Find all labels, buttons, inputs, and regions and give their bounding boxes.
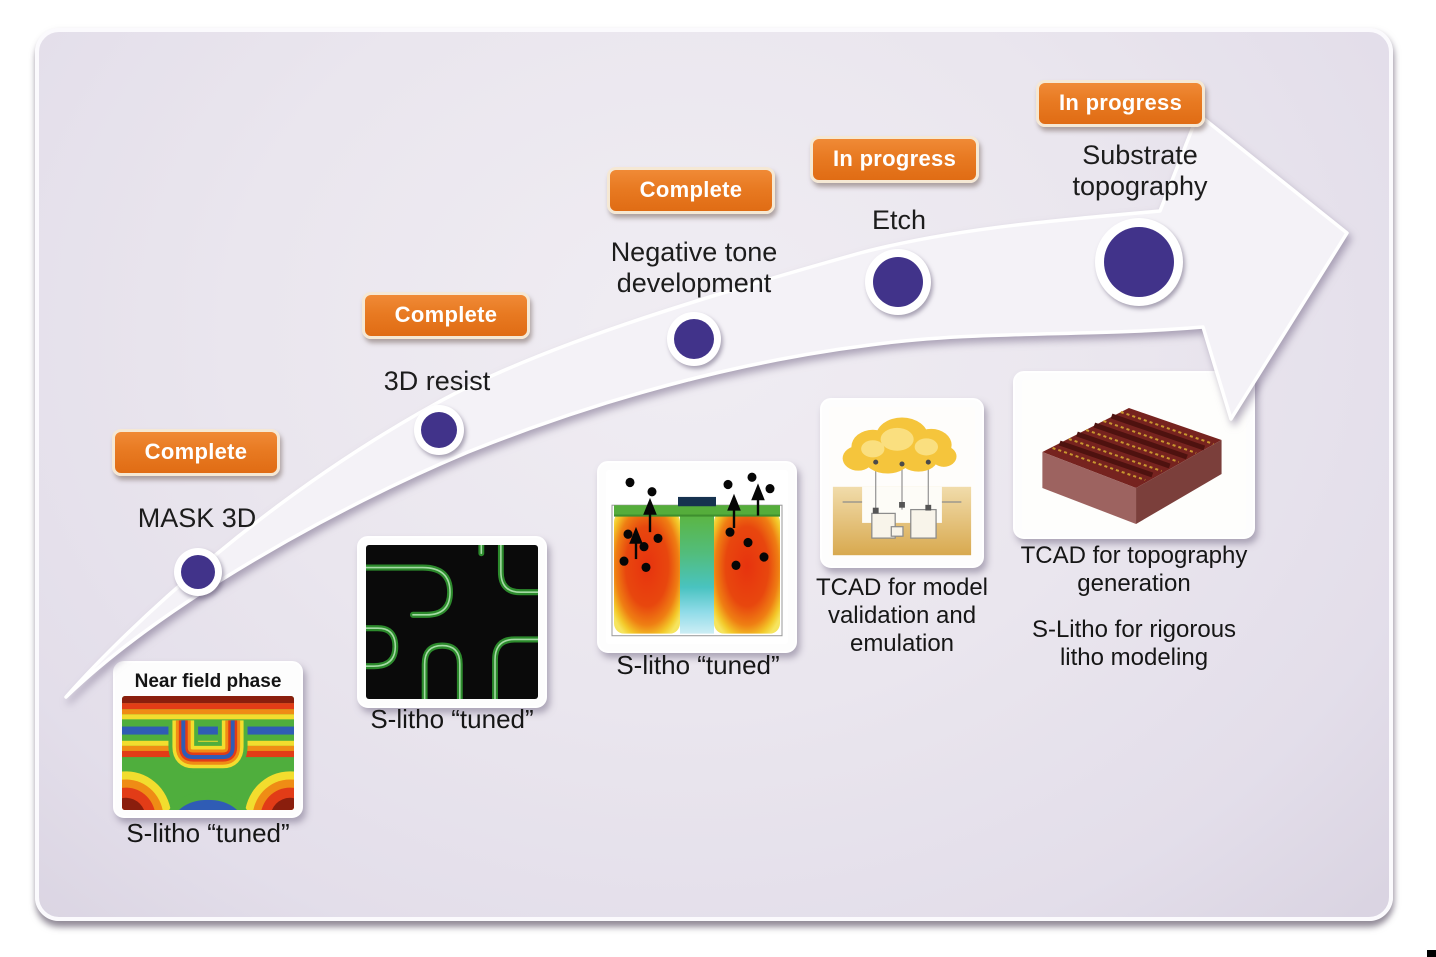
caption-tcad-validation: TCAD for model validation and emulation xyxy=(815,574,989,657)
topography-3d-block-image xyxy=(1022,380,1246,530)
stage-label-etch: Etch xyxy=(871,205,927,235)
card-tcad-plasma-diagram xyxy=(820,398,984,568)
caption-s-litho-tuned-2: S-litho “tuned” xyxy=(370,704,534,734)
caption-s-litho-tuned-3: S-litho “tuned” xyxy=(616,650,780,680)
stage-label-negative-tone: Negative tone development xyxy=(610,237,778,298)
status-badge-negative-tone: Complete xyxy=(607,167,775,214)
status-badge-substrate-topography: In progress xyxy=(1036,80,1206,127)
card-negative-tone-simulation xyxy=(597,461,797,653)
card-near-field-phase: Near field phase xyxy=(113,661,303,818)
status-badge-mask-3d: Complete xyxy=(112,429,280,476)
stage-label-substrate-topography: Substrate topography xyxy=(1072,140,1208,201)
card-title: Near field phase xyxy=(134,671,282,692)
caption-tcad-topography: TCAD for topography generation xyxy=(1020,542,1248,597)
card-3d-resist-contours xyxy=(357,536,547,708)
near-field-phase-image xyxy=(122,696,294,810)
card-topography-block xyxy=(1013,371,1255,539)
caption-s-litho-tuned-1: S-litho “tuned” xyxy=(126,818,290,848)
stage-label-mask-3d: MASK 3D xyxy=(137,503,257,533)
status-badge-etch: In progress xyxy=(810,136,980,183)
status-badge-3d-resist: Complete xyxy=(362,292,530,339)
caption-s-litho-rigorous: S-Litho for rigorous litho modeling xyxy=(1031,616,1237,671)
resist-contour-image xyxy=(366,545,538,699)
stage-label-3d-resist: 3D resist xyxy=(383,366,491,396)
scan-corner-artifact xyxy=(1427,950,1436,957)
plasma-etch-diagram-image xyxy=(829,407,975,559)
development-simulation-image xyxy=(606,470,788,644)
